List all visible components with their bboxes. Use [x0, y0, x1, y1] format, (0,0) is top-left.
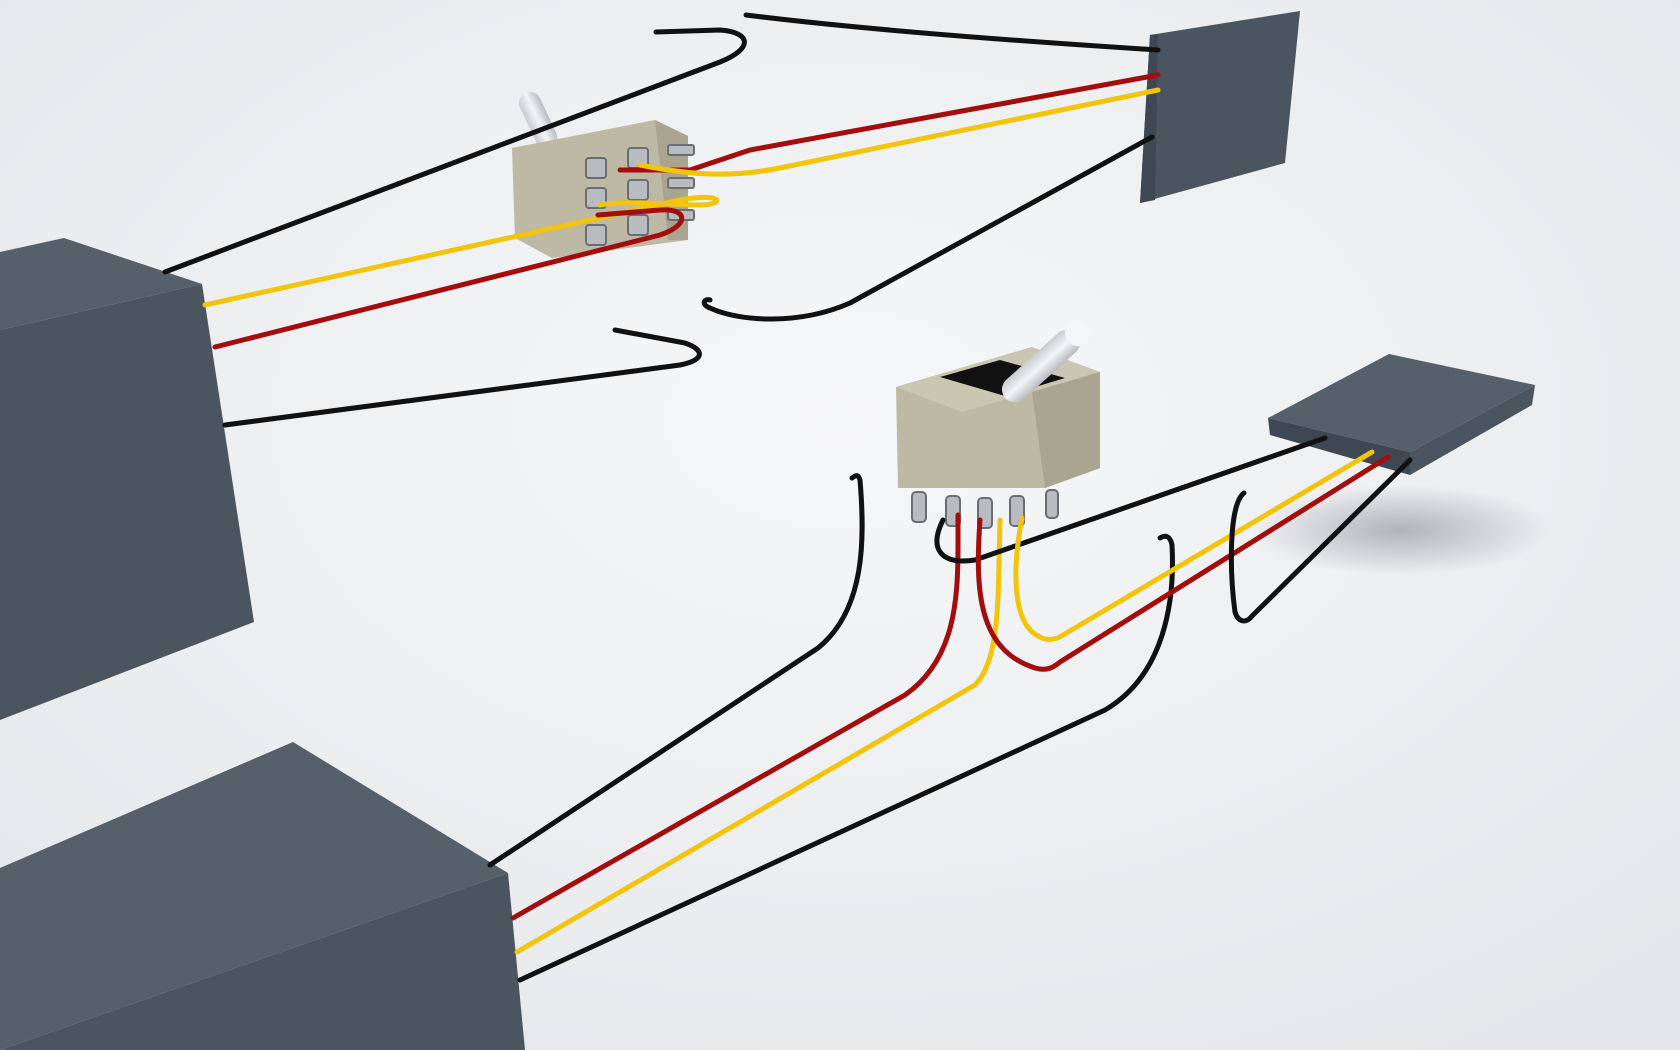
wire-black — [222, 327, 702, 428]
block-face — [0, 284, 254, 720]
block-face — [0, 873, 525, 1050]
wire-black — [1228, 457, 1413, 624]
lever-icon — [1001, 329, 1081, 403]
connector-block-left — [0, 238, 254, 720]
wire-black — [934, 435, 1328, 564]
connector-block-right — [1268, 354, 1535, 475]
wire-black — [162, 27, 747, 275]
wire-black — [517, 533, 1175, 983]
lever-tip — [1065, 320, 1091, 346]
wire-black — [743, 12, 1161, 53]
toggle-switch-top — [512, 91, 695, 258]
wire-yellow — [637, 87, 1161, 177]
block-top — [0, 238, 202, 330]
toggle-switch-center — [896, 320, 1100, 529]
connector-block-bottom-left — [0, 742, 525, 1050]
lever-icon — [518, 91, 558, 149]
block-front — [1268, 418, 1410, 475]
block-top — [0, 742, 508, 1050]
wire-red — [975, 454, 1391, 672]
wire-black — [487, 473, 865, 868]
wire-red — [212, 207, 685, 350]
wire-black — [701, 134, 1155, 322]
block-right — [1410, 385, 1535, 475]
block-face — [1140, 11, 1300, 203]
wire-yellow — [202, 194, 720, 308]
wires — [162, 12, 1413, 983]
wire-yellow — [1013, 449, 1375, 642]
floor-shadow — [1250, 485, 1550, 575]
switch-side — [1032, 372, 1100, 488]
block-top — [1268, 354, 1535, 452]
wire-red — [510, 512, 961, 921]
